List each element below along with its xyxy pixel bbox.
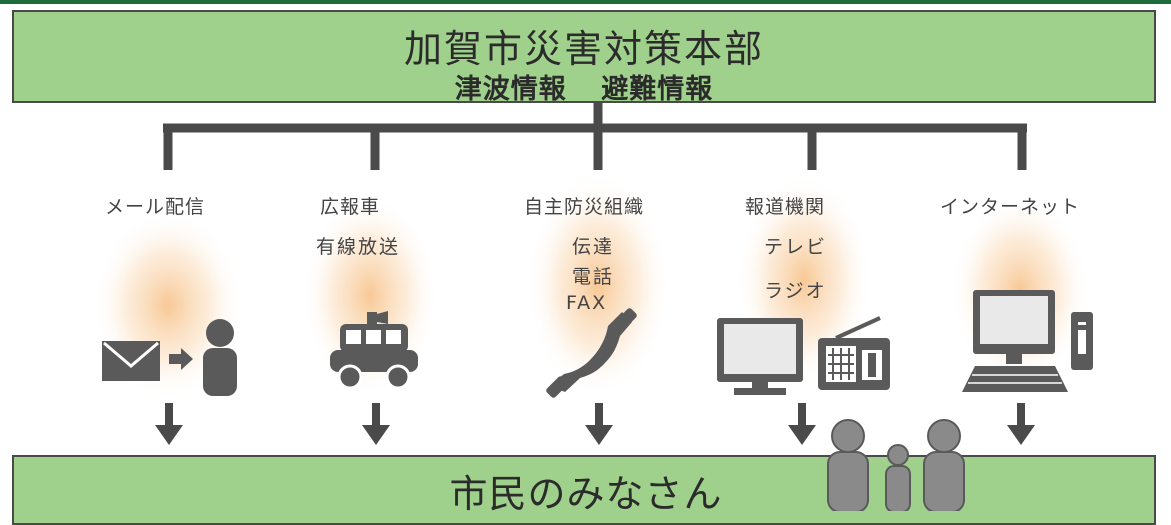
arrow-down-icon — [362, 403, 390, 445]
disaster-hq-box: 加賀市災害対策本部 津波情報 避難情報 — [12, 10, 1156, 106]
channel-label-internet: インターネット — [940, 196, 1081, 218]
glow-phone — [526, 173, 670, 397]
channel-label-community-org: 自主防災組織 — [524, 196, 645, 218]
channel-label-mail: メール配信 — [105, 196, 206, 218]
citizens-label: 市民のみなさん — [449, 472, 723, 516]
mail-to-person-icon — [102, 319, 237, 396]
channel-detail-relay: 伝達 — [572, 236, 615, 258]
down-arrows — [155, 403, 1035, 445]
pa-car-icon — [330, 311, 418, 390]
top-border — [0, 0, 1171, 4]
channel-detail-radio: ラジオ — [764, 280, 827, 302]
diagram-graphics — [93, 103, 1093, 445]
channel-detail-phone: 電話 — [572, 266, 615, 288]
evacuation-info-label: 避難情報 — [601, 74, 714, 105]
channel-detail-tv: テレビ — [764, 236, 828, 258]
computer-icon — [962, 290, 1093, 392]
channel-detail-fax: FAX — [566, 292, 608, 314]
channel-label-pa-car: 広報車 — [320, 196, 381, 218]
connector-tree — [163, 103, 1027, 170]
channel-label-press: 報道機関 — [745, 196, 826, 218]
arrow-down-icon — [585, 403, 613, 445]
channel-detail-cable-broadcast: 有線放送 — [316, 236, 401, 258]
telephone-icon — [546, 308, 637, 398]
arrow-down-icon — [1007, 403, 1035, 445]
tv-radio-icon — [717, 316, 890, 395]
hq-info-types: 津波情報 避難情報 — [14, 67, 1154, 106]
arrow-down-icon — [155, 403, 183, 445]
tsunami-info-label: 津波情報 — [454, 74, 567, 105]
arrow-down-icon — [788, 403, 816, 445]
family-icon — [827, 419, 965, 511]
hq-title: 加賀市災害対策本部 — [403, 27, 764, 71]
